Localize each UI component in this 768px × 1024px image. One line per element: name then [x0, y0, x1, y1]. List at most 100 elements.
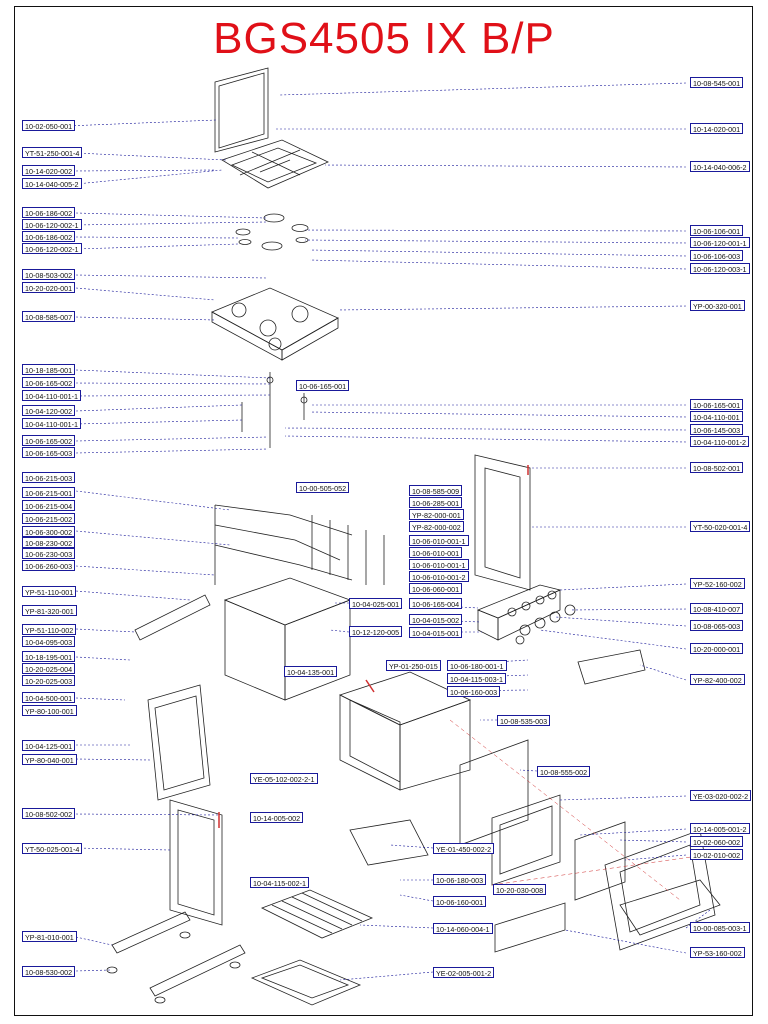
part-label: 10-04-120-002	[22, 405, 76, 416]
part-label: YT-50-020-001-4	[690, 521, 751, 532]
part-label: 10-06-106-003	[690, 250, 744, 261]
part-label: 10-08-230-002	[22, 537, 76, 548]
part-label: 10-06-160-001	[433, 896, 487, 907]
part-label: 10-14-005-001-2	[690, 823, 750, 834]
part-label: 10-14-005-002	[250, 812, 304, 823]
part-label: YP-01-250-015	[386, 660, 441, 671]
part-label: YE-05-102-002-2-1	[250, 773, 318, 784]
hob-cover-lid	[214, 67, 269, 153]
part-label: 10-18-185-001	[22, 364, 76, 375]
part-label: YP-51-110-002	[22, 624, 77, 635]
hob-top-plate	[211, 287, 339, 361]
part-label: YP-82-000-002	[409, 521, 464, 532]
part-label: 10-06-165-003	[22, 447, 76, 458]
part-label: YP-53-160-002	[690, 947, 745, 958]
side-brackets	[134, 594, 211, 641]
part-label: 10-06-215-004	[22, 500, 76, 511]
gas-manifold	[214, 504, 385, 585]
part-label: 10-08-502-002	[22, 808, 76, 819]
part-label: 10-06-215-001	[22, 487, 76, 498]
part-label: 10-20-000-001	[690, 643, 744, 654]
part-label: 10-04-115-002-1	[250, 877, 310, 888]
drawer-front	[494, 902, 566, 953]
part-label: 10-20-020-001	[22, 282, 76, 293]
part-label: 10-14-040-005-2	[22, 178, 82, 189]
rear-wall	[459, 739, 529, 846]
part-label: 10-08-555-002	[537, 766, 591, 777]
part-label: 10-06-165-002	[22, 435, 76, 446]
part-label: 10-06-120-002-1	[22, 243, 82, 254]
part-label: YP-80-100-001	[22, 705, 77, 716]
side-panel-right	[474, 454, 531, 591]
part-label: YP-51-110-001	[22, 586, 77, 597]
part-label: 10-06-145-003	[690, 424, 744, 435]
part-label: 10-00-085-003-1	[690, 922, 750, 933]
part-label: YE-03-020-002-2	[690, 790, 752, 801]
part-label: 10-20-030-008	[493, 884, 547, 895]
part-label: 10-20-025-004	[22, 663, 76, 674]
part-label: 10-06-165-004	[409, 598, 463, 609]
plinth-rails	[111, 911, 246, 997]
part-label: 10-06-180-001-1	[447, 660, 507, 671]
adjustable-feet	[106, 931, 241, 1004]
part-label: 10-00-505-052	[296, 482, 350, 493]
part-label: YT-50-025-001-4	[22, 843, 83, 854]
side-panel-left	[169, 799, 223, 926]
control-panel	[476, 584, 562, 641]
part-label: 10-06-165-001	[690, 399, 744, 410]
part-label: 10-06-186-002	[22, 207, 76, 218]
part-label: 10-08-545-001	[690, 77, 744, 88]
part-label: YP-81-010-001	[22, 931, 77, 942]
part-label: 10-06-010-001-1	[409, 559, 469, 570]
part-label: 10-04-025-001	[349, 598, 403, 609]
part-label: 10-04-015-001	[409, 627, 463, 638]
part-label: 10-04-095-003	[22, 636, 76, 647]
part-label: 10-06-010-001-1	[409, 535, 469, 546]
valve-assembly-left	[241, 372, 308, 448]
part-label: 10-06-120-001-1	[690, 237, 750, 248]
part-label: 10-06-260-003	[22, 560, 76, 571]
part-label: 10-08-535-003	[497, 715, 551, 726]
part-label: YP-80-040-001	[22, 754, 77, 765]
part-label: YP-52-160-002	[690, 578, 745, 589]
part-label: 10-06-180-003	[433, 874, 487, 885]
oven-cavity	[338, 671, 472, 791]
part-label: 10-06-010-001	[409, 547, 463, 558]
part-label: 10-06-120-003-1	[690, 263, 750, 274]
part-label: 10-14-020-002	[22, 165, 76, 176]
part-label: 10-04-500-001	[22, 692, 76, 703]
control-knobs	[515, 604, 576, 645]
part-label: 10-04-110-001-1	[22, 418, 82, 429]
part-label: 10-08-585-009	[409, 485, 463, 496]
part-label: YP-82-400-002	[690, 674, 745, 685]
door-glass	[574, 821, 626, 901]
part-label: 10-08-502-001	[690, 462, 744, 473]
part-label: 10-18-195-001	[22, 651, 76, 662]
door-inner-frame	[491, 794, 561, 886]
part-label: 10-14-040-006-2	[690, 161, 750, 172]
drawer-slide	[577, 649, 646, 685]
part-label: 10-02-060-002	[690, 836, 744, 847]
part-label: 10-08-065-003	[690, 620, 744, 631]
part-label: 10-08-410-007	[690, 603, 744, 614]
burner-caps	[235, 213, 309, 251]
oven-shelf	[261, 889, 374, 939]
model-title: BGS4505 IX B/P	[213, 14, 555, 63]
part-label: YP-81-320-001	[22, 605, 77, 616]
part-label: 10-14-020-001	[690, 123, 744, 134]
part-label: 10-06-300-002	[22, 526, 76, 537]
part-label: 10-06-120-002-1	[22, 219, 82, 230]
part-label: 10-02-010-002	[690, 849, 744, 860]
part-label: 10-08-503-002	[22, 269, 76, 280]
part-label: 10-20-025-003	[22, 675, 76, 686]
part-label: 10-06-010-001-2	[409, 571, 469, 582]
part-label: 10-04-135-001	[284, 666, 338, 677]
part-label: 10-06-215-003	[22, 472, 76, 483]
part-label: 10-14-060-004-1	[433, 923, 493, 934]
part-label: 10-06-215-002	[22, 513, 76, 524]
part-label: 10-04-015-002	[409, 614, 463, 625]
insulation-box	[223, 577, 352, 701]
part-label: 10-08-530-002	[22, 966, 76, 977]
part-label: 10-06-285-001	[409, 497, 463, 508]
